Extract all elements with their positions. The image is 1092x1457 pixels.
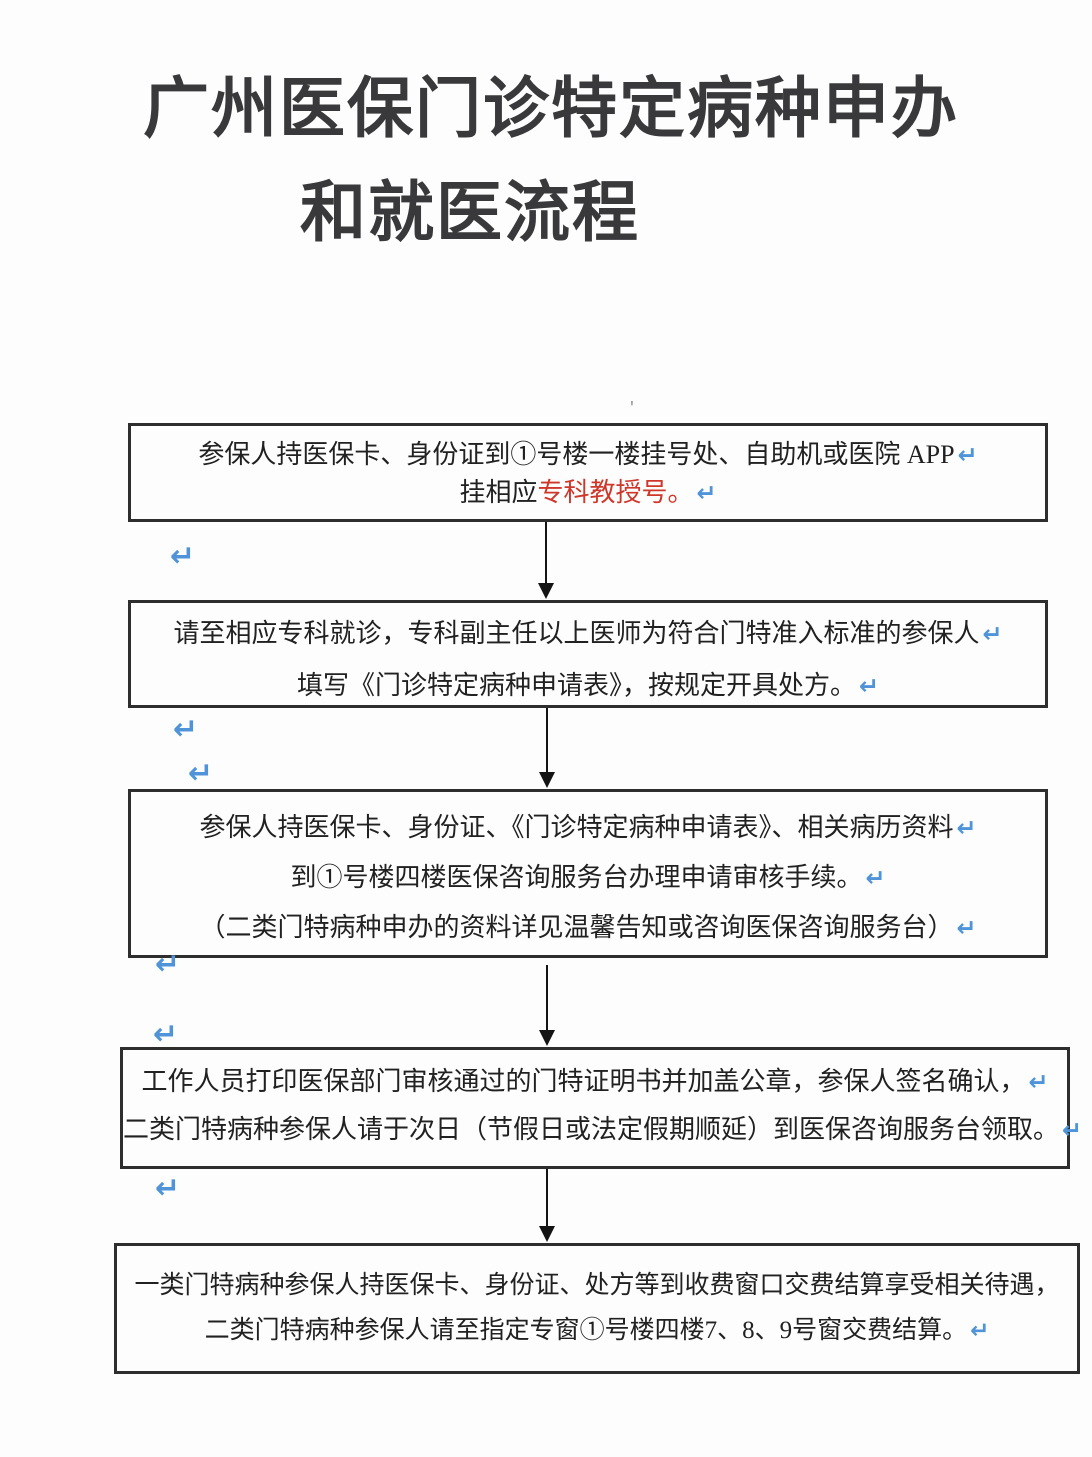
- flow-step-1: 参保人持医保卡、身份证到①号楼一楼挂号处、自助机或医院 APP↵ 挂相应专科教授…: [128, 423, 1048, 522]
- step-4-line-2: 二类门特病种参保人请于次日（节假日或法定假期顺延）到医保咨询服务台领取。↵: [123, 1106, 1082, 1154]
- paragraph-mark-icon: ↵: [696, 479, 717, 507]
- step-5-line-2: 二类门特病种参保人请至指定专窗①号楼四楼7、8、9号窗交费结算。↵: [117, 1308, 1077, 1354]
- paragraph-mark-icon: ↵: [188, 756, 214, 791]
- paragraph-mark-icon: ↵: [173, 712, 199, 747]
- step-3-line-1-text: 参保人持医保卡、身份证、《门诊特定病种申请表》、相关病历资料: [199, 813, 954, 842]
- down-arrow-connector-1: [538, 522, 554, 599]
- paragraph-mark-icon: ↵: [155, 947, 181, 982]
- paragraph-mark-icon: ↵: [1062, 1116, 1083, 1144]
- step-4-line-1-text: 工作人员打印医保部门审核通过的门特证明书并加盖公章，参保人签名确认，: [141, 1067, 1026, 1096]
- paragraph-mark-icon: ↵: [155, 1171, 181, 1206]
- step-2-line-1: 请至相应专科就诊，专科副主任以上医师为符合门特准入标准的参保人↵: [131, 608, 1045, 660]
- step-1-highlight-red-text: 专科教授号。: [537, 478, 694, 507]
- flow-step-5: 一类门特病种参保人持医保卡、身份证、处方等到收费窗口交费结算享受相关待遇， 二类…: [114, 1243, 1080, 1374]
- step-2-line-2-text: 填写《门诊特定病种申请表》，按规定开具处方。: [296, 671, 856, 700]
- paragraph-mark-icon: ↵: [956, 814, 977, 842]
- step-3-line-2-text: 到①号楼四楼医保咨询服务台办理申请审核手续。: [290, 863, 863, 892]
- paragraph-mark-icon: ↵: [1028, 1068, 1049, 1096]
- step-3-line-3-text: （二类门特病种申办的资料详见温馨告知或咨询医保咨询服务台）: [199, 913, 954, 942]
- paragraph-mark-icon: ↵: [153, 1017, 179, 1052]
- flow-step-4: 工作人员打印医保部门审核通过的门特证明书并加盖公章，参保人签名确认，↵ 二类门特…: [120, 1047, 1082, 1169]
- down-arrow-connector-4: [539, 1169, 555, 1242]
- paragraph-mark-icon: ↵: [956, 914, 977, 942]
- stray-artifact-mark: ': [630, 398, 634, 420]
- step-2-line-2: 填写《门诊特定病种申请表》，按规定开具处方。↵: [131, 660, 1045, 712]
- step-1-line-2: 挂相应专科教授号。↵: [131, 474, 1045, 512]
- down-arrow-connector-2: [539, 708, 555, 788]
- page-title: 广州医保门诊特定病种申办 和就医流程: [143, 56, 959, 264]
- step-3-line-3: （二类门特病种申办的资料详见温馨告知或咨询医保咨询服务台）↵: [131, 903, 1045, 953]
- step-3-line-1: 参保人持医保卡、身份证、《门诊特定病种申请表》、相关病历资料↵: [131, 803, 1045, 853]
- step-1-line-2-prefix: 挂相应: [459, 478, 538, 507]
- step-3-line-2: 到①号楼四楼医保咨询服务台办理申请审核手续。↵: [131, 853, 1045, 903]
- paragraph-mark-icon: ↵: [957, 441, 978, 469]
- step-1-line-1-text: 参保人持医保卡、身份证到①号楼一楼挂号处、自助机或医院 APP: [198, 440, 955, 469]
- step-5-line-1-text: 一类门特病种参保人持医保卡、身份证、处方等到收费窗口交费结算享受相关待遇，: [134, 1272, 1060, 1299]
- step-5-line-1: 一类门特病种参保人持医保卡、身份证、处方等到收费窗口交费结算享受相关待遇，: [117, 1263, 1077, 1308]
- step-4-line-1: 工作人员打印医保部门审核通过的门特证明书并加盖公章，参保人签名确认，↵: [123, 1058, 1067, 1106]
- down-arrow-connector-3: [539, 965, 555, 1046]
- title-line-2: 和就医流程: [300, 175, 640, 249]
- paragraph-mark-icon: ↵: [982, 620, 1003, 648]
- paragraph-mark-icon: ↵: [170, 539, 196, 574]
- title-line-1: 广州医保门诊特定病种申办: [143, 71, 959, 145]
- step-1-line-1: 参保人持医保卡、身份证到①号楼一楼挂号处、自助机或医院 APP↵: [131, 436, 1045, 474]
- paragraph-mark-icon: ↵: [858, 672, 880, 700]
- step-5-line-2-text: 二类门特病种参保人请至指定专窗①号楼四楼7、8、9号窗交费结算。: [204, 1317, 968, 1344]
- step-2-line-1-text: 请至相应专科就诊，专科副主任以上医师为符合门特准入标准的参保人: [173, 619, 980, 648]
- step-4-line-2-text: 二类门特病种参保人请于次日（节假日或法定假期顺延）到医保咨询服务台领取。: [123, 1115, 1060, 1144]
- flow-step-3: 参保人持医保卡、身份证、《门诊特定病种申请表》、相关病历资料↵ 到①号楼四楼医保…: [128, 789, 1048, 958]
- paragraph-mark-icon: ↵: [865, 864, 886, 892]
- flow-step-2: 请至相应专科就诊，专科副主任以上医师为符合门特准入标准的参保人↵ 填写《门诊特定…: [128, 600, 1048, 708]
- paragraph-mark-icon: ↵: [970, 1318, 990, 1344]
